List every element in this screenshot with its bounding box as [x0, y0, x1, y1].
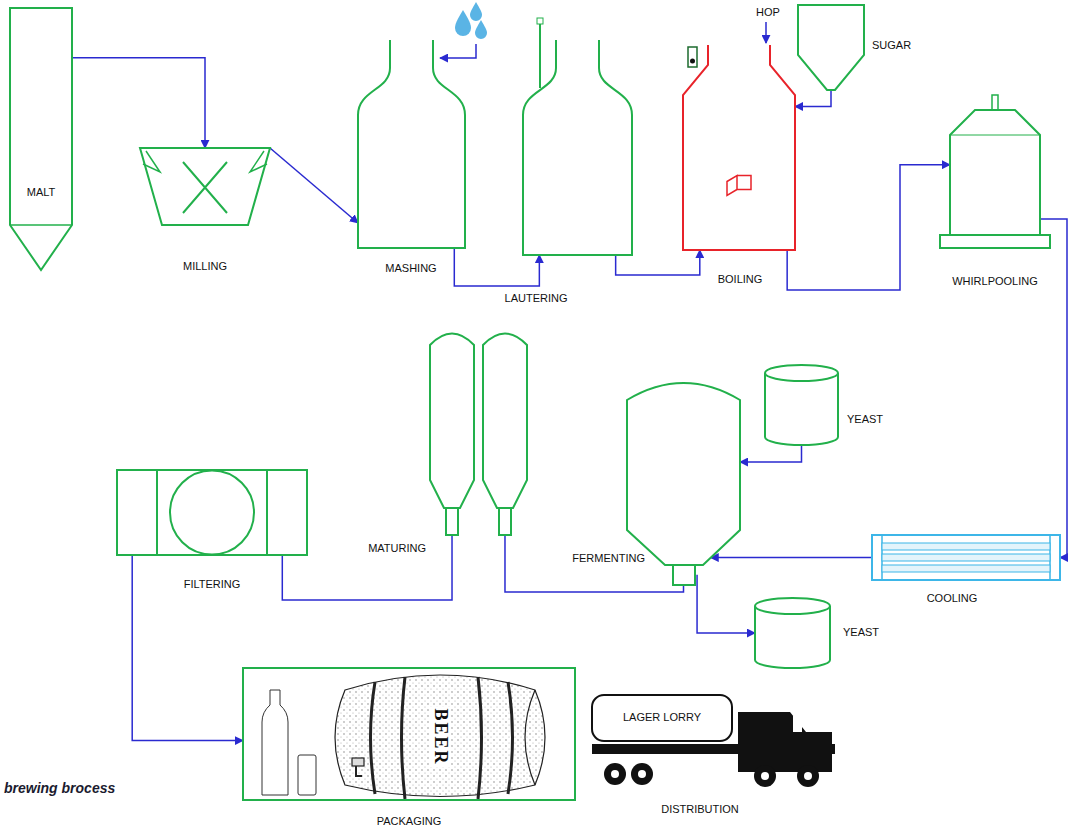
mill: MILLING: [140, 148, 270, 225]
ingredient-label: HOP: [756, 6, 780, 19]
water-arrow: [440, 44, 476, 58]
tanker: LAGER LORRYDISTRIBUTION: [592, 695, 732, 741]
lauter-tun: LAUTERING: [523, 40, 632, 255]
yeast-tank: YEAST: [755, 598, 830, 668]
water-drops: [455, 2, 487, 39]
pipe-connector: [795, 90, 831, 107]
node-label: WHIRLPOOLING: [952, 275, 1038, 288]
node-label: MATURING: [368, 542, 426, 555]
node-label: FILTERING: [184, 578, 241, 591]
node-caption: DISTRIBUTION: [661, 803, 739, 816]
pipe-connector: [697, 575, 755, 633]
pipe-connector: [270, 148, 358, 223]
node-label: YEAST: [847, 413, 883, 426]
node-label: SUGAR: [872, 39, 911, 52]
figure-caption: brewing brocess: [4, 780, 115, 796]
node-label: FERMENTING: [572, 552, 645, 565]
node-label: MALT: [27, 186, 56, 199]
node-label: COOLING: [927, 592, 978, 605]
lauter-tun-outline: [523, 40, 632, 255]
whirlpool-tank: WHIRLPOOLING: [940, 95, 1050, 250]
fermenter: FERMENTING: [627, 380, 740, 585]
yeast-tank-outline: [765, 365, 838, 445]
cooler-outline: [872, 535, 1060, 580]
node-label: YEAST: [843, 626, 879, 639]
node-label: MILLING: [183, 260, 227, 273]
filter: FILTERING: [117, 470, 307, 555]
mash-tun: MASHING: [358, 40, 465, 248]
node-label: MASHING: [385, 262, 436, 275]
barrel-drawing: [335, 675, 545, 799]
node-label: PACKAGING: [377, 815, 442, 828]
pipe-connector: [72, 58, 205, 148]
node-label: LAUTERING: [505, 292, 568, 305]
pipe-connector: [711, 557, 872, 559]
barrel-lettering: BEER: [430, 706, 451, 767]
yeast-tank-outline: [755, 598, 830, 668]
pipe-connector: [740, 445, 802, 462]
filter-outline: [117, 470, 307, 555]
yeast-tank: YEAST: [765, 365, 838, 445]
node-label: BOILING: [718, 273, 763, 286]
pipe-connector: [1040, 219, 1067, 558]
pipe-connector: [787, 165, 950, 290]
whirlpool-tank-outline: [940, 95, 1050, 250]
silo: MALT: [10, 8, 72, 270]
silo-outline: [10, 8, 72, 270]
packaging-box-outline: [243, 668, 575, 800]
pipe-connector: [132, 555, 243, 741]
hop-arrow: [765, 22, 767, 43]
sugar-hopper: SUGAR: [798, 5, 864, 90]
maturing-tanks: MATURING: [430, 330, 527, 535]
mash-tun-outline: [358, 40, 465, 248]
packaging-box: PACKAGING: [243, 668, 575, 800]
mill-outline: [140, 148, 270, 225]
sugar-hopper-outline: [798, 5, 864, 90]
bottle-drawing: [262, 690, 316, 795]
cooler: COOLING: [872, 535, 1060, 580]
brew-kettle-outline: [683, 45, 795, 250]
maturing-tanks-outline: [430, 330, 527, 535]
node-label: LAGER LORRY: [623, 711, 701, 724]
brew-kettle: BOILING: [683, 45, 795, 250]
